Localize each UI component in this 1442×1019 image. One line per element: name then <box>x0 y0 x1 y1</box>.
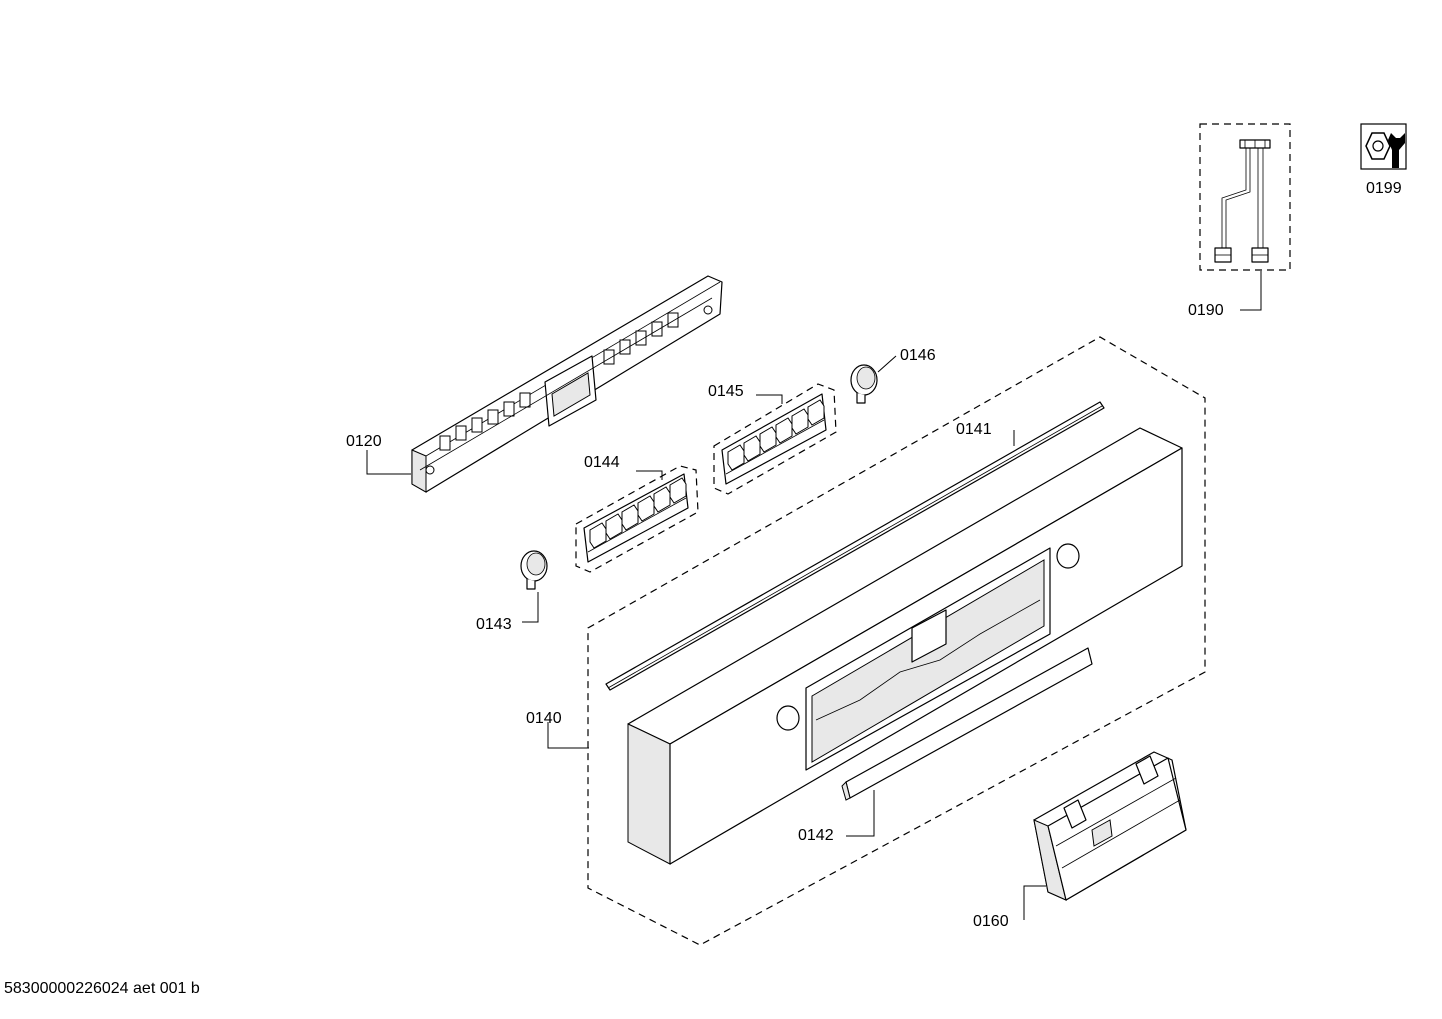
part-0145-button-module[interactable] <box>713 383 837 495</box>
part-label: 0141 <box>956 421 992 438</box>
part-label: 0145 <box>708 383 744 400</box>
part-0142-trim-strip[interactable] <box>841 647 1093 801</box>
part-0190-wiring-harness[interactable] <box>1199 123 1291 271</box>
document-reference: 58300000226024 aet 001 b <box>4 980 200 997</box>
part-label: 0199 <box>1366 180 1402 197</box>
part-label: 0140 <box>526 710 562 727</box>
part-0144-button-module[interactable] <box>575 465 699 573</box>
part-0141-trim-strip[interactable] <box>605 401 1105 691</box>
part-0120-control-module[interactable] <box>411 275 723 493</box>
part-label: 0142 <box>798 827 834 844</box>
nut-and-wrench-icon <box>1360 123 1407 170</box>
part-label: 0144 <box>584 454 620 471</box>
part-label: 0120 <box>346 433 382 450</box>
part-label: 0160 <box>973 913 1009 930</box>
part-0143-knob[interactable] <box>520 550 548 590</box>
part-label: 0143 <box>476 616 512 633</box>
part-label: 0146 <box>900 347 936 364</box>
part-0146-knob[interactable] <box>850 364 878 404</box>
part-label: 0190 <box>1188 302 1224 319</box>
part-0160-bracket[interactable] <box>1033 751 1187 901</box>
part-0140-control-panel[interactable] <box>587 336 1206 946</box>
